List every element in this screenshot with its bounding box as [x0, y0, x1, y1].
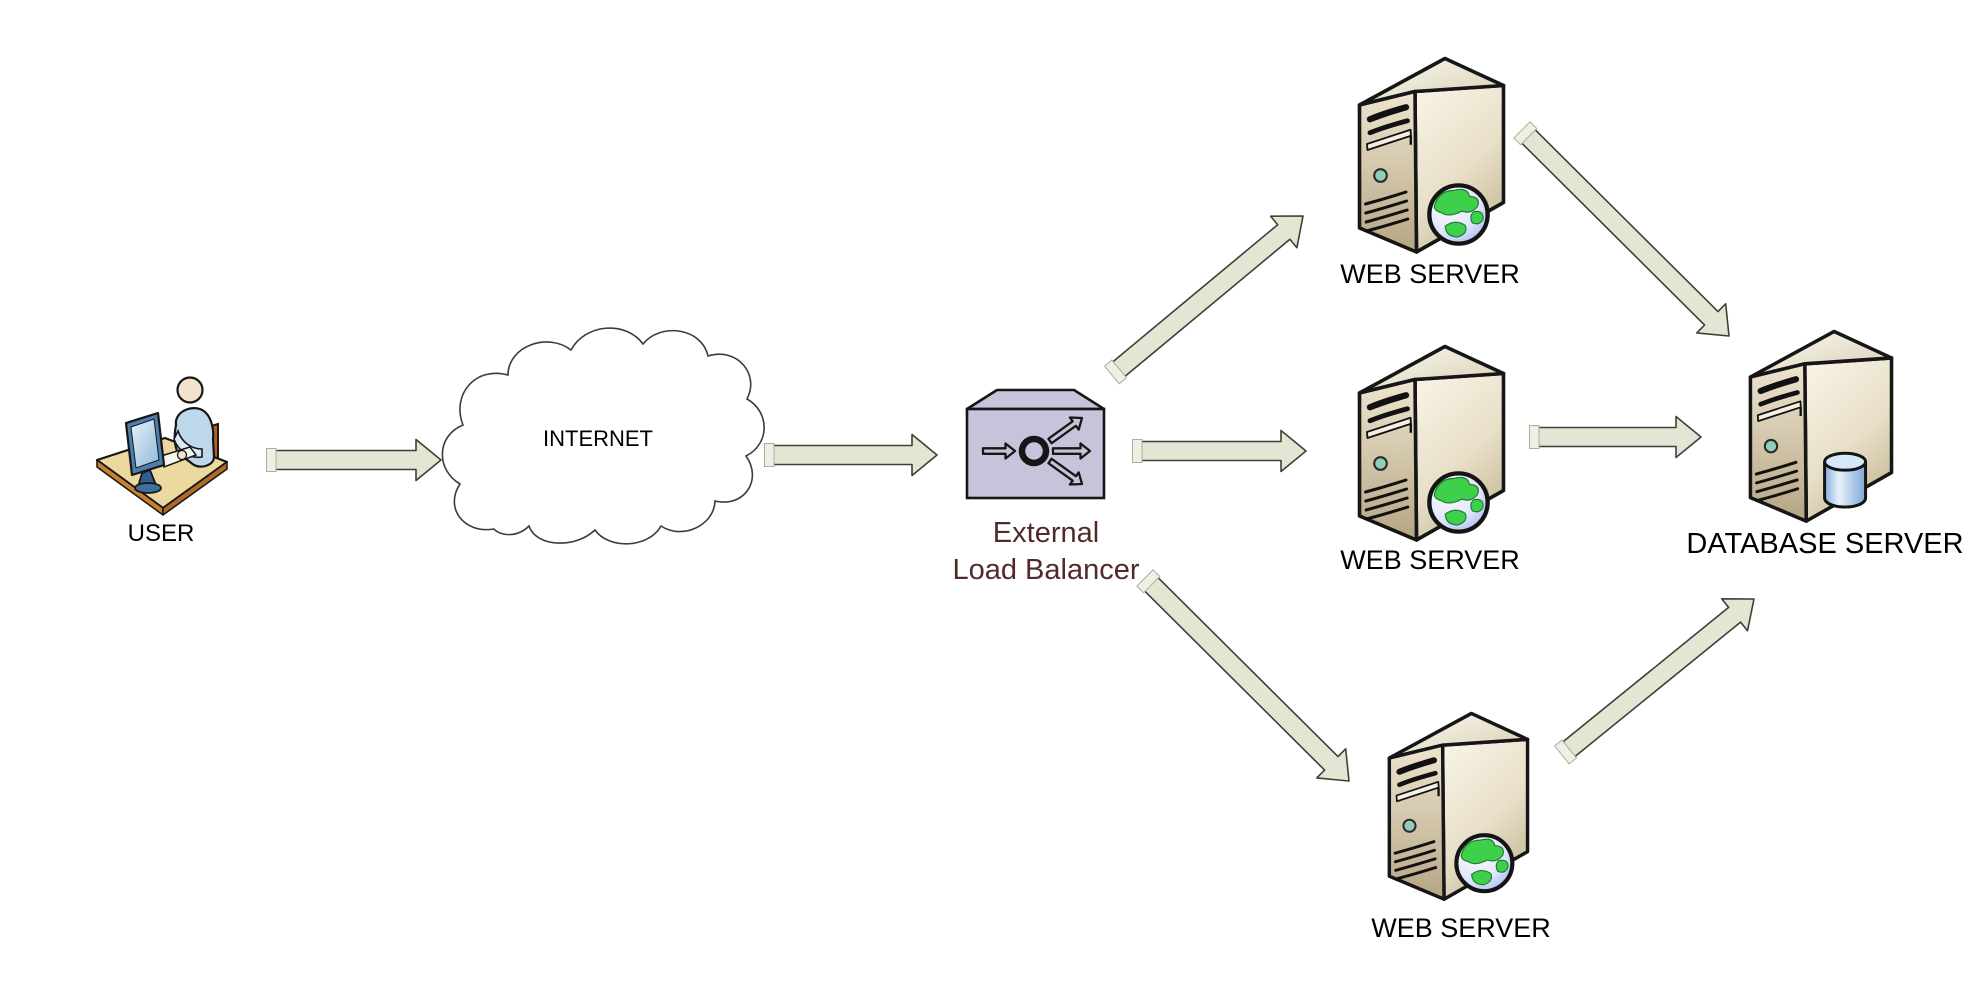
monitor-screen — [130, 418, 160, 469]
monitor-base — [134, 482, 162, 494]
arrow-load_balancer-to-web_server_top — [1103, 215, 1304, 385]
web-server-bottom-label: WEB SERVER — [1371, 913, 1551, 943]
hand — [176, 449, 188, 461]
web-server-top-icon — [1360, 59, 1504, 253]
arrow-web_server_bottom-to-database_server — [1553, 598, 1755, 765]
internet-cloud-icon — [441, 327, 765, 545]
person-arm — [173, 428, 203, 459]
arrow-web_server_top-to-database_server — [1513, 121, 1730, 337]
web-server-middle-label: WEB SERVER — [1340, 545, 1520, 575]
arrow-load_balancer-to-web_server_bottom — [1136, 569, 1350, 782]
web-server-bottom-icon — [1389, 713, 1527, 899]
lb-top-face — [965, 388, 1106, 411]
load-balancer-icon — [965, 388, 1106, 500]
load-balancer-label-line1: External — [992, 517, 1100, 549]
database-server-icon — [1750, 331, 1891, 521]
desk-edge-right — [162, 461, 228, 516]
user-label: USER — [127, 520, 195, 547]
web-server-middle-icon — [1360, 347, 1504, 541]
arrow-user-to-internet — [266, 438, 442, 482]
load-balancer-label-line2: Load Balancer — [952, 554, 1140, 586]
load-balancer-label: External Load Balancer — [952, 515, 1139, 589]
arrow-internet-to-load_balancer — [764, 433, 938, 477]
lb-distribution-glyph — [981, 416, 1092, 486]
person-head — [176, 376, 204, 404]
internet-label: INTERNET — [543, 426, 653, 451]
arrow-load_balancer-to-web_server_middle — [1132, 429, 1307, 473]
arrow-web_server_middle-to-database_server — [1529, 415, 1702, 459]
database-server-label: DATABASE SERVER — [1686, 528, 1964, 560]
web-server-top-label: WEB SERVER — [1340, 259, 1520, 289]
user-icon — [95, 376, 229, 516]
connection-arrows — [266, 121, 1755, 782]
